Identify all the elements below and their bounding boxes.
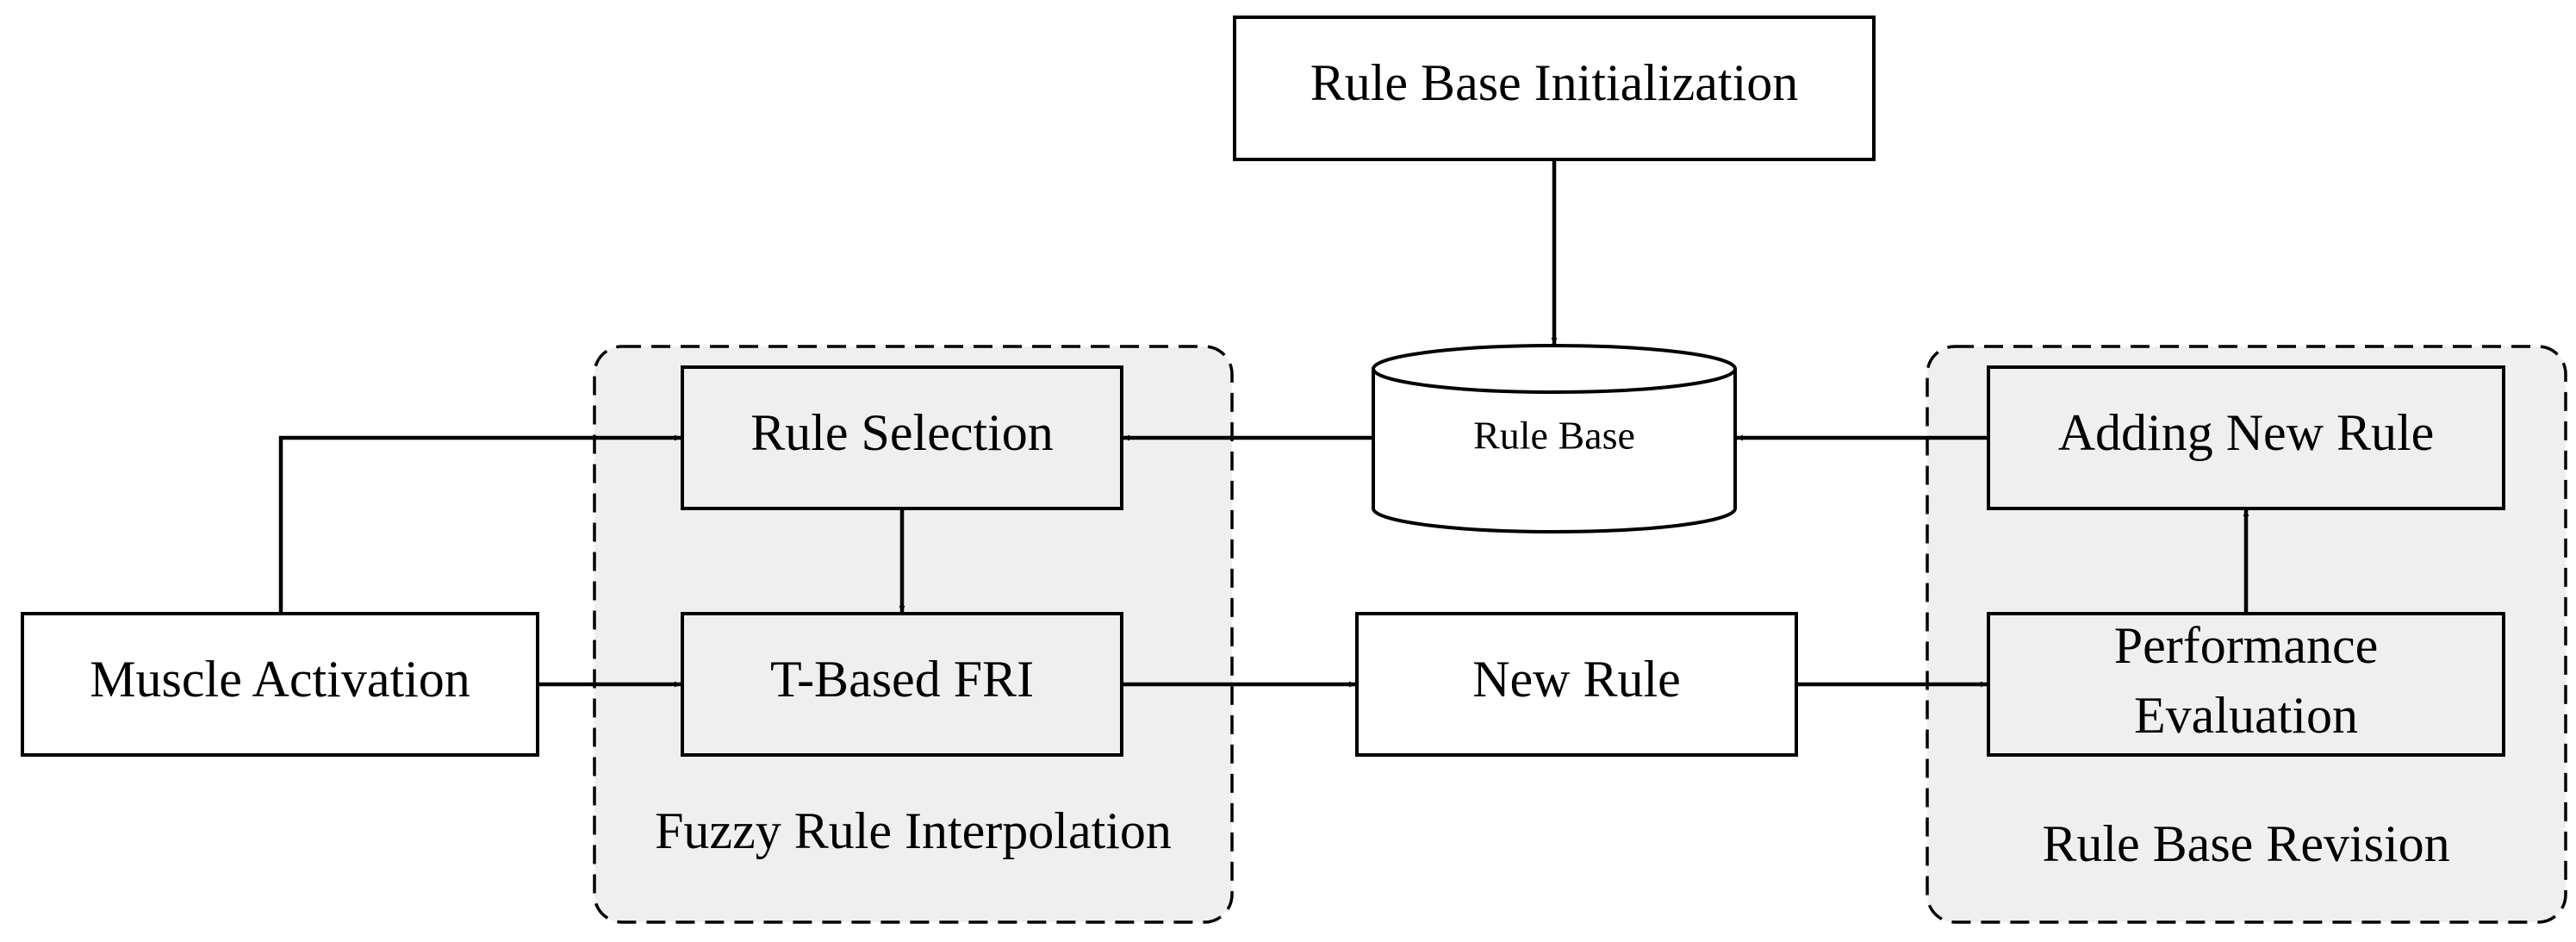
- node-performance-evaluation: Performance Evaluation: [1987, 612, 2505, 757]
- node-rule-selection: Rule Selection: [681, 365, 1123, 510]
- node-rule-base-database: Rule Base: [1372, 344, 1737, 533]
- rule-base-revision-label: Rule Base Revision: [2042, 815, 2449, 872]
- node-rule-base-initialization: Rule Base Initialization: [1233, 16, 1876, 161]
- muscle-activation-label: Muscle Activation: [90, 651, 470, 708]
- adding-new-rule-label: Adding New Rule: [2058, 404, 2435, 461]
- performance-evaluation-label-line1: Performance: [2114, 617, 2379, 674]
- node-t-based-fri: T-Based FRI: [681, 612, 1123, 757]
- node-muscle-activation: Muscle Activation: [21, 612, 539, 757]
- fuzzy-rule-interpolation-label: Fuzzy Rule Interpolation: [655, 802, 1172, 859]
- arrow-muscle-activation-to-rule-selection: [278, 434, 681, 614]
- rule-selection-label: Rule Selection: [750, 404, 1054, 461]
- node-new-rule: New Rule: [1355, 612, 1798, 757]
- rule-base-initialization-label: Rule Base Initialization: [1310, 54, 1799, 111]
- performance-evaluation-label-line2: Evaluation: [2134, 687, 2358, 744]
- new-rule-label: New Rule: [1472, 651, 1681, 708]
- rule-base-label: Rule Base: [1473, 414, 1635, 458]
- t-based-fri-label: T-Based FRI: [770, 651, 1034, 708]
- node-adding-new-rule: Adding New Rule: [1987, 365, 2505, 510]
